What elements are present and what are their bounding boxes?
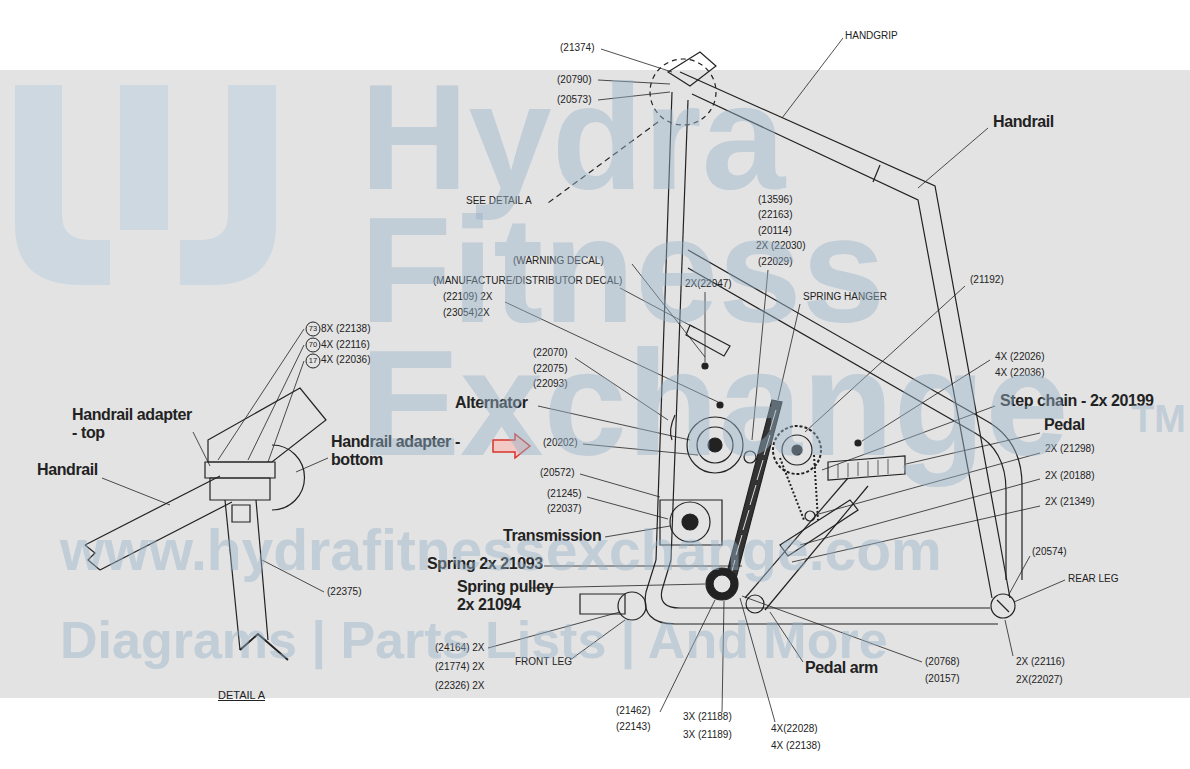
- part-label: 3X (21189): [683, 729, 732, 741]
- part-label: HANDGRIP: [845, 30, 898, 42]
- part-label: (21462): [616, 705, 650, 717]
- rear-foot: [997, 600, 1009, 612]
- detail-title: DETAIL A: [218, 689, 265, 702]
- callout-number: 70: [305, 337, 321, 353]
- watermark-text: TM: [1131, 400, 1186, 438]
- watermark-text: www.hydrafitnessexchange.com: [60, 522, 942, 579]
- part-label: (20157): [925, 673, 959, 685]
- rear-foot: [991, 594, 1015, 618]
- callout-number: 73: [305, 321, 321, 337]
- callout-circle: 70: [305, 337, 321, 353]
- component-label: Handrail: [37, 461, 98, 479]
- part-label: 2X(22027): [1016, 674, 1063, 686]
- component-label: Handrail adapter - top: [72, 406, 194, 443]
- arm-pivot: [746, 595, 764, 613]
- logo-mark: [15, 85, 276, 285]
- part-label: REAR LEG: [1068, 573, 1119, 585]
- part-label: 4X(22028): [771, 723, 818, 735]
- part-label: (22037): [547, 503, 581, 515]
- part-label: (20574): [1032, 546, 1066, 558]
- part-label: (21192): [970, 274, 1004, 286]
- part-label: (22143): [616, 721, 650, 733]
- detail-bracket: [232, 505, 250, 522]
- watermark-text: Fitness: [360, 195, 885, 345]
- part-label: 3X (21188): [683, 711, 732, 723]
- watermark-text: Diagrams | Parts Lists | And More: [60, 614, 888, 666]
- adapter-top: [205, 462, 275, 478]
- adapter-bottom: [272, 445, 305, 510]
- component-label: Handrail: [993, 113, 1054, 131]
- part-label: (22326) 2X: [435, 680, 484, 692]
- part-label: (21374): [560, 42, 594, 54]
- callout-number: 17: [305, 353, 321, 369]
- part-label: 4X (22138): [771, 740, 820, 752]
- detail-handgrip: [208, 388, 326, 462]
- chain-link: [805, 511, 815, 521]
- part-label: (22375): [327, 586, 361, 598]
- handrail-joint: [873, 165, 880, 182]
- callout-circle: 17: [305, 353, 321, 369]
- part-label: (21245): [547, 488, 581, 500]
- component-label: Spring pulley 2x 21094: [457, 578, 569, 615]
- part-label: (20768): [925, 656, 959, 668]
- watermark-text: Hydra: [360, 62, 785, 212]
- part-label: 2X (22116): [1016, 656, 1065, 668]
- adapter-body: [210, 478, 270, 500]
- watermark-text: Exchange: [360, 328, 1069, 478]
- callout-circle: 73: [305, 321, 321, 337]
- part-label: 2X (21349): [1045, 496, 1094, 508]
